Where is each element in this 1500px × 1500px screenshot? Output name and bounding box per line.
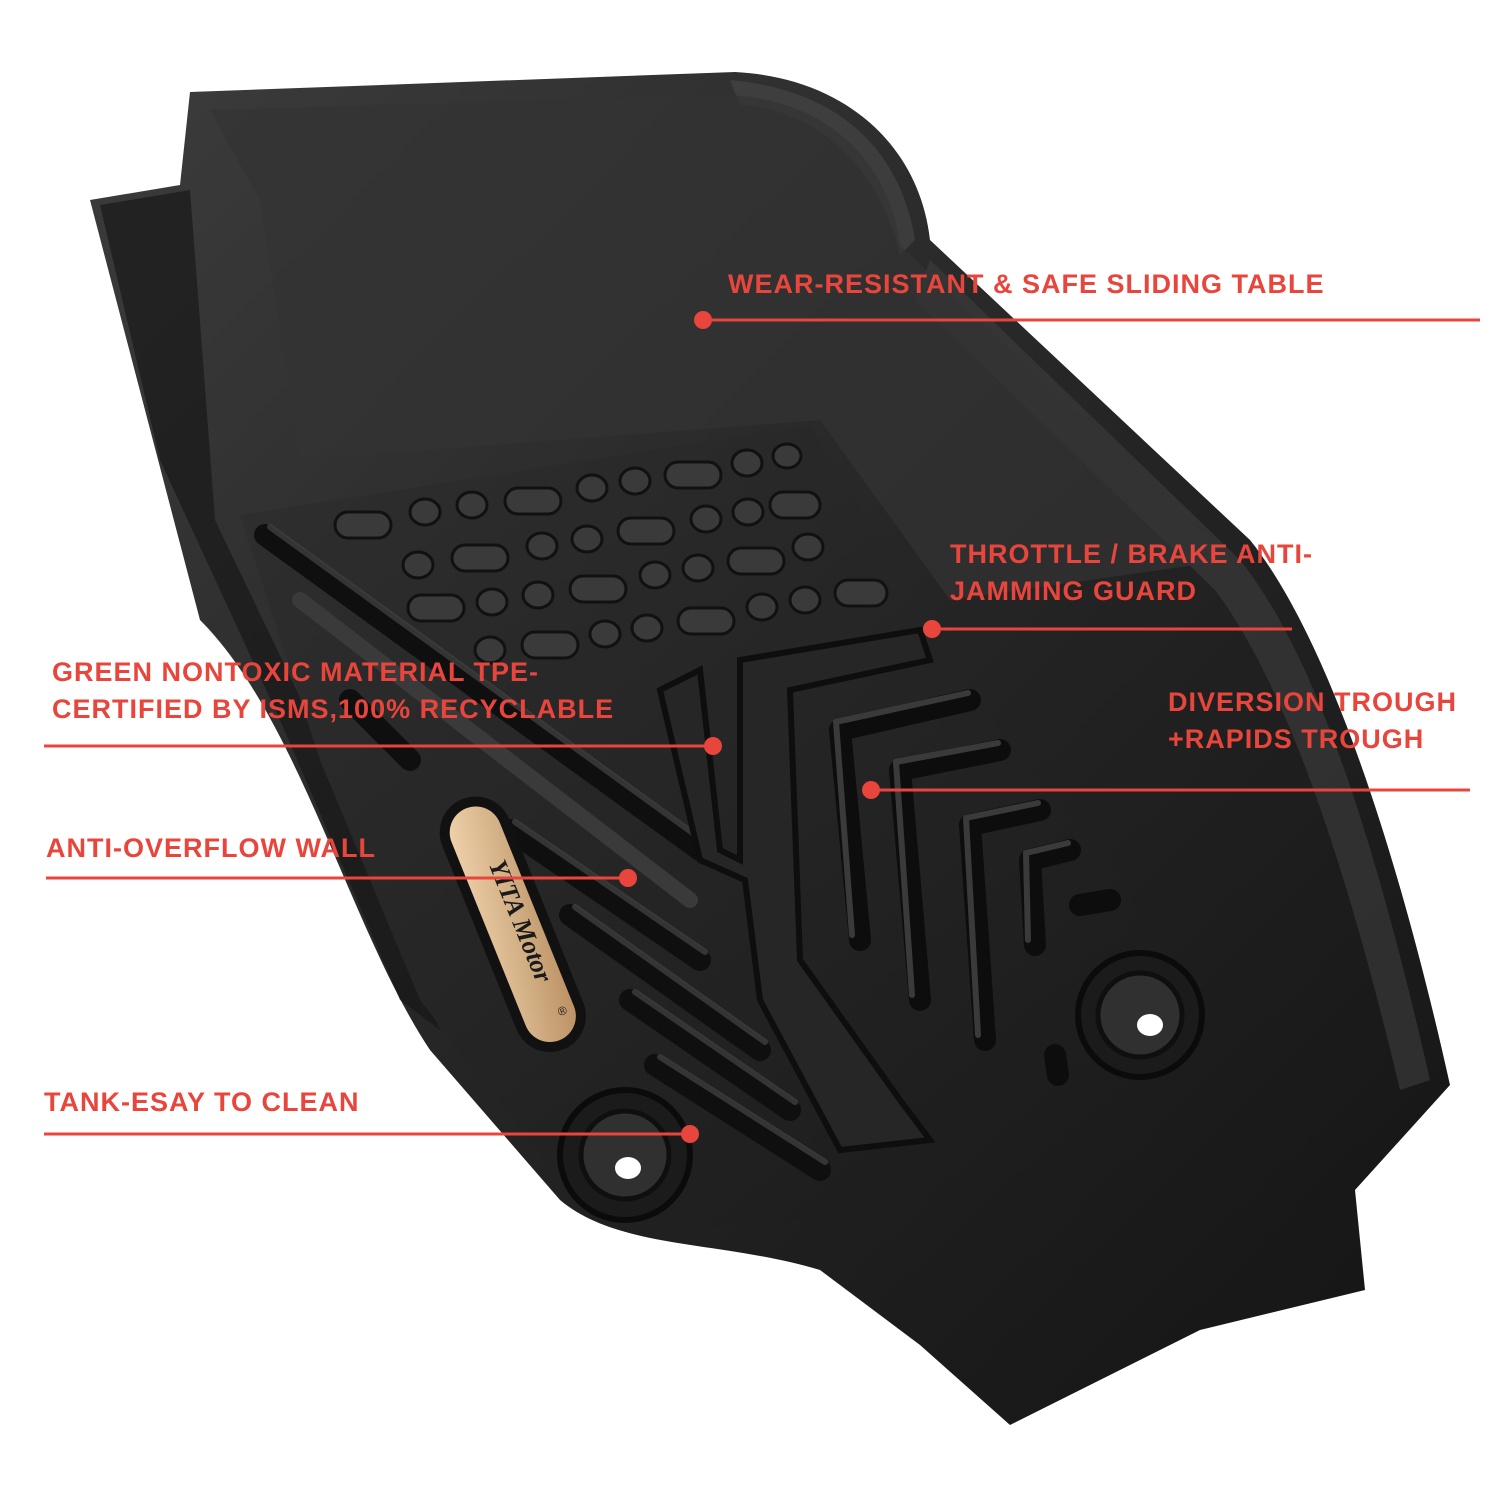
callout-line: TANK-ESAY TO CLEAN: [44, 1087, 360, 1117]
callout-material: GREEN NONTOXIC MATERIAL TPE- CERTIFIED B…: [52, 654, 614, 728]
callout-sliding-table: WEAR-RESISTANT & SAFE SLIDING TABLE: [728, 266, 1325, 303]
callout-dot-tank: [681, 1125, 699, 1143]
callout-line: WEAR-RESISTANT & SAFE SLIDING TABLE: [728, 269, 1325, 299]
diversion-troughs: [829, 689, 1121, 1086]
callout-line: GREEN NONTOXIC MATERIAL TPE-: [52, 657, 540, 687]
callout-dot-anti-jamming: [923, 620, 941, 638]
callout-lines: [44, 318, 1480, 1136]
callout-line: THROTTLE / BRAKE ANTI-: [950, 539, 1313, 569]
callout-line: JAMMING GUARD: [950, 576, 1197, 606]
callout-overflow-wall: ANTI-OVERFLOW WALL: [46, 830, 376, 867]
grommet-left: [557, 1087, 693, 1223]
anti-slip-nubs: [333, 442, 889, 665]
sliding-table-area: [210, 95, 1230, 600]
callout-trough: DIVERSION TROUGH +RAPIDS TROUGH: [1168, 684, 1457, 758]
callout-dot-material: [704, 737, 722, 755]
callout-dot-sliding-table: [694, 311, 712, 329]
callout-dot-trough: [862, 781, 880, 799]
callout-dot-overflow-wall: [619, 869, 637, 887]
callout-line: DIVERSION TROUGH: [1168, 687, 1458, 717]
mat-left-wall: [100, 190, 440, 1030]
grommet-right: [1075, 950, 1205, 1080]
callout-line: ANTI-OVERFLOW WALL: [46, 833, 376, 863]
callout-line: +RAPIDS TROUGH: [1168, 724, 1425, 754]
diagonal-ribs: [254, 524, 831, 1181]
callout-dots: [619, 311, 941, 1143]
callout-line: CERTIFIED BY ISMS,100% RECYCLABLE: [52, 694, 615, 724]
callout-tank: TANK-ESAY TO CLEAN: [44, 1084, 360, 1121]
brand-badge: YITA Motor ®: [439, 796, 586, 1053]
center-v-channel: [656, 626, 936, 1154]
callout-anti-jamming: THROTTLE / BRAKE ANTI- JAMMING GUARD: [950, 536, 1313, 610]
